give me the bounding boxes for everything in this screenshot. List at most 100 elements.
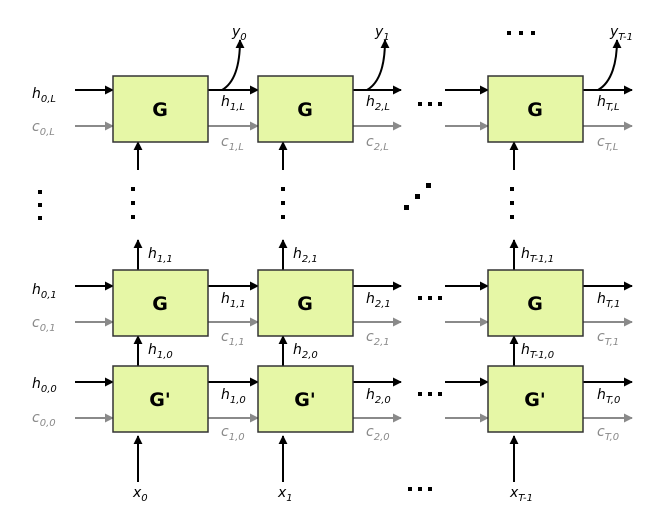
ellipsis-dot (418, 487, 422, 491)
bottom-row-labels: h0,0 c0,0 h1,0 c1,0 h2,0 c2,0 hT,0 cT,0 … (32, 342, 620, 443)
ellipsis-dot (281, 201, 285, 205)
h-label: hT,L (597, 94, 620, 113)
output-arrow (221, 39, 245, 91)
c-label: c0,1 (32, 315, 56, 334)
box-label: G' (294, 389, 315, 411)
g-box (112, 269, 209, 337)
g-box (257, 75, 354, 143)
h-label: hT,1 (597, 291, 620, 310)
ellipsis-dot (519, 31, 523, 35)
output-arrow (597, 39, 622, 91)
ellipsis-dot (426, 183, 431, 188)
box-labels: G G G G G G G' G' G' (149, 99, 545, 411)
c-label: c1,0 (221, 424, 245, 443)
c-label: c1,1 (221, 329, 245, 348)
ellipsis-dot (408, 487, 412, 491)
box-label: G (527, 99, 543, 121)
ellipsis-dot (418, 392, 422, 396)
h-label: h2,0 (366, 387, 391, 406)
up-label: hT-1,1 (521, 246, 554, 265)
ellipsis-dot (281, 187, 285, 191)
up-label: h2,0 (293, 342, 318, 361)
c-label: cT,1 (597, 329, 619, 348)
ellipsis-dot (131, 201, 135, 205)
g-box (487, 269, 584, 337)
h-label: h1,L (221, 94, 245, 113)
ellipsis-dot (428, 487, 432, 491)
g-box (257, 269, 354, 337)
input-label: x0 (132, 485, 148, 504)
boxes (112, 75, 584, 433)
ellipsis-dot (38, 190, 42, 194)
ellipsis-dot (418, 102, 422, 106)
middle-row-arrows (75, 239, 633, 327)
g-prime-box (112, 365, 209, 433)
box-label: G' (149, 389, 170, 411)
output-label: y0 (231, 24, 247, 43)
h-label: h0,1 (32, 282, 57, 301)
bottom-row-arrows (75, 335, 633, 482)
c-label: c2,0 (366, 424, 390, 443)
c-label: c2,L (366, 134, 389, 153)
g-prime-box (257, 365, 354, 433)
ellipsis-dot (438, 392, 442, 396)
up-label: h1,1 (148, 246, 173, 265)
ellipsis-dot (404, 205, 409, 210)
output-label: y1 (374, 24, 390, 43)
up-label: h2,1 (293, 246, 318, 265)
ellipsis-dot (438, 102, 442, 106)
output-arrow (366, 39, 390, 91)
ellipsis-dot (510, 215, 514, 219)
box-label: G (527, 293, 543, 315)
box-label: G (297, 293, 313, 315)
box-label: G (297, 99, 313, 121)
g-prime-box (487, 365, 584, 433)
h-label: h0,0 (32, 376, 57, 395)
up-label: hT-1,0 (521, 342, 554, 361)
c-label: cT,0 (597, 424, 619, 443)
box-label: G (152, 99, 168, 121)
ellipsis-dot (510, 201, 514, 205)
ellipsis-dot (438, 296, 442, 300)
c-label: c0,0 (32, 410, 56, 429)
ellipsis-dot (131, 187, 135, 191)
output-labels: y0 y1 yT-1 (231, 24, 633, 43)
ellipsis-dot (131, 215, 135, 219)
c-label: c1,L (221, 134, 244, 153)
c-label: cT,L (597, 134, 618, 153)
h-label: h2,L (366, 94, 390, 113)
c-label: c0,L (32, 119, 55, 138)
ellipsis-dot (428, 296, 432, 300)
h-label: h1,1 (221, 291, 246, 310)
g-box (487, 75, 584, 143)
ellipsis-dot (38, 203, 42, 207)
ellipsis-dot (38, 216, 42, 220)
input-labels: x0 x1 xT-1 (132, 485, 533, 504)
ellipsis-dot (428, 102, 432, 106)
ellipsis-dot (531, 31, 535, 35)
input-label: xT-1 (509, 485, 533, 504)
top-row-labels: h0,L c0,L h1,L c1,L h2,L c2,L hT,L cT,L (32, 86, 620, 153)
h-label: hT,0 (597, 387, 620, 406)
ellipsis-dot (507, 31, 511, 35)
ellipsis-dot (281, 215, 285, 219)
g-box (112, 75, 209, 143)
ellipsis-dots (38, 31, 535, 491)
ellipsis-dot (418, 296, 422, 300)
input-label: x1 (277, 485, 293, 504)
h-label: h1,0 (221, 387, 246, 406)
box-label: G (152, 293, 168, 315)
middle-row-labels: h0,1 c0,1 h1,1 c1,1 h2,1 c2,1 hT,1 cT,1 … (32, 246, 620, 348)
up-label: h1,0 (148, 342, 173, 361)
ellipsis-dot (428, 392, 432, 396)
top-row-arrows (75, 39, 633, 170)
h-label: h0,L (32, 86, 56, 105)
h-label: h2,1 (366, 291, 391, 310)
ellipsis-dot (415, 194, 420, 199)
c-label: c2,1 (366, 329, 390, 348)
ellipsis-dot (510, 187, 514, 191)
box-label: G' (524, 389, 545, 411)
output-label: yT-1 (609, 24, 633, 43)
